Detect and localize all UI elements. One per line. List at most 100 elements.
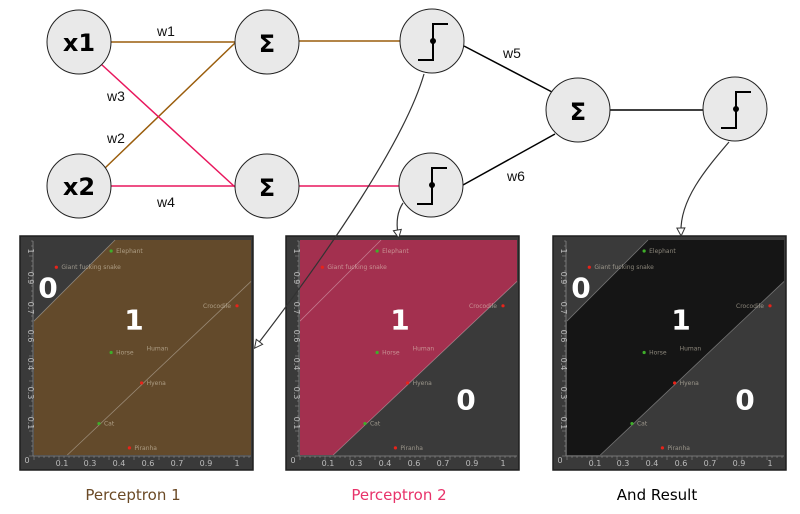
region-label: 0 (735, 384, 754, 417)
arrow-step2-to-plot2 (397, 202, 404, 234)
x-tick-label: 0.7 (171, 459, 184, 468)
weight-w1: w1 (156, 23, 175, 39)
data-point: Hyena (405, 380, 433, 387)
point-label: Crocodile (469, 303, 497, 310)
point-label: Giant fucking snake (594, 264, 654, 271)
decision-line-2 (333, 281, 518, 456)
data-point: Horse (109, 350, 134, 357)
x-tick-label: 0.7 (704, 459, 717, 468)
caption-and-result: And Result (617, 486, 698, 504)
x-tick-label: 1 (234, 459, 239, 468)
x-tick-label: 0.9 (200, 459, 213, 468)
input-node-x1: x1 (46, 9, 112, 75)
edge-x1-sum2 (100, 63, 236, 188)
y-tick-label: 0.4 (559, 358, 568, 371)
edges (100, 40, 703, 188)
weight-w5: w5 (502, 45, 521, 61)
x-tick-label: 0 (290, 456, 295, 465)
data-point: Elephant (109, 248, 143, 255)
x-tick-label: 0.4 (379, 459, 392, 468)
point-label: Hyena (147, 380, 167, 387)
y-tick-label: 0.7 (26, 302, 35, 315)
data-point: Piranha (127, 445, 157, 452)
region-1 (300, 240, 517, 455)
point-label: Horse (649, 350, 667, 357)
point-label: Cat (637, 421, 648, 428)
point-label: Crocodile (203, 303, 231, 310)
x-tick-label: 0 (24, 456, 29, 465)
decision-line-1 (566, 239, 649, 322)
data-point: Piranha (393, 445, 423, 452)
region-label: 1 (390, 304, 409, 337)
point-label: Elephant (649, 248, 676, 255)
region-label: 0 (38, 272, 57, 305)
data-point: Cat (97, 421, 115, 428)
point-marker (127, 446, 132, 450)
point-marker (235, 304, 239, 308)
y-tick-label: 0.4 (26, 358, 35, 371)
sum-node-3: Σ (545, 77, 611, 143)
point-label: Piranha (134, 445, 157, 452)
data-point: Human (680, 345, 702, 352)
point-label: Hyena (413, 380, 433, 387)
point-label: Elephant (116, 248, 143, 255)
weight-labels: w1 w3 w2 w4 w5 w6 (106, 23, 525, 210)
region-label: 0 (571, 272, 590, 305)
x-tick-label: 0.6 (408, 459, 421, 468)
point-label: Cat (104, 421, 115, 428)
point-marker (375, 249, 379, 253)
point-marker (660, 446, 665, 450)
decision-line-1 (299, 239, 382, 322)
region-1 (34, 240, 251, 455)
x-tick-label: 0.1 (589, 459, 602, 468)
data-point: Piranha (660, 445, 690, 452)
edge-x2-sum1 (104, 42, 236, 169)
y-tick-label: 0.9 (26, 272, 35, 285)
point-marker (363, 421, 367, 426)
point-label: Horse (116, 350, 134, 357)
step-node-2 (398, 152, 464, 218)
x-tick-label: 0.6 (142, 459, 155, 468)
point-marker (672, 381, 677, 385)
y-tick-label: 1 (26, 248, 35, 253)
region-label: 0 (456, 384, 475, 417)
y-tick-label: 0.3 (292, 387, 301, 400)
point-label: Piranha (400, 445, 423, 452)
data-point: Horse (642, 350, 667, 357)
y-tick-label: 0.6 (292, 330, 301, 343)
sum-node-2: Σ (234, 153, 300, 219)
data-point: Human (413, 345, 435, 352)
sum-icon: Σ (259, 174, 275, 202)
data-point: Cat (630, 421, 648, 428)
y-tick-label: 0.3 (559, 387, 568, 400)
y-tick-label: 0.9 (292, 272, 301, 285)
y-tick-label: 0.1 (26, 417, 35, 430)
point-marker (642, 350, 646, 355)
data-point: Giant fucking snake (320, 264, 387, 271)
x-tick-label: 0.4 (646, 459, 659, 468)
arrow-step3-to-plot3 (681, 141, 730, 232)
y-tick-label: 0.7 (559, 302, 568, 315)
data-point: Crocodile (469, 303, 505, 310)
edge-step1-sum3 (463, 45, 553, 93)
sum-icon: Σ (570, 98, 586, 126)
point-label: Cat (370, 421, 381, 428)
point-label: Giant fucking snake (327, 264, 387, 271)
decision-line-2 (600, 281, 785, 456)
data-point: Human (147, 345, 169, 352)
point-marker (375, 350, 379, 355)
weight-w6: w6 (506, 168, 525, 184)
point-label: Human (413, 345, 435, 352)
weight-w4: w4 (156, 194, 175, 210)
data-point: Elephant (642, 248, 676, 255)
x-tick-label: 0 (557, 456, 562, 465)
sum-icon: Σ (259, 30, 275, 58)
arrow-step1-to-plot1 (257, 73, 425, 345)
point-marker (768, 304, 772, 308)
edge-step2-sum3 (462, 133, 556, 186)
y-tick-label: 1 (292, 248, 301, 253)
point-label: Giant fucking snake (61, 264, 121, 271)
y-tick-label: 1 (559, 248, 568, 253)
